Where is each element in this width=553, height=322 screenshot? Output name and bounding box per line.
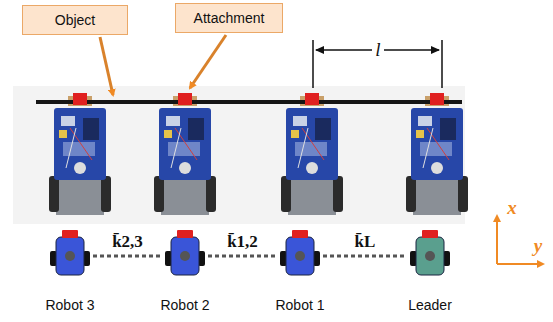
callout-box: Attachment — [175, 3, 283, 33]
robot-node: Robot 1 — [273, 229, 327, 313]
callout-arrow — [100, 37, 113, 95]
robot-name: Robot 3 — [43, 297, 97, 313]
axis-arrow — [496, 216, 498, 264]
robot-icon — [50, 229, 90, 277]
photo-robot — [406, 96, 468, 215]
coupling-link — [93, 254, 162, 257]
attachment-part — [73, 93, 87, 105]
attachment-part — [430, 93, 444, 105]
axis-label: y — [534, 235, 542, 257]
dimension-label: l — [372, 39, 383, 61]
axis-label: x — [507, 197, 517, 219]
photo-robot — [281, 96, 343, 215]
attachment-part — [305, 93, 319, 105]
photo-ground — [13, 86, 465, 224]
coupling-link — [208, 254, 277, 257]
robot-node: Leader — [406, 229, 454, 313]
dimension-extension — [312, 40, 314, 88]
photo-robot — [49, 96, 111, 215]
robot-icon — [280, 229, 320, 277]
coupling-link — [323, 254, 407, 257]
stiffness-label: k̄L — [353, 232, 378, 252]
object-rod — [36, 100, 462, 104]
robot-node: Robot 2 — [158, 229, 212, 313]
callout-arrow — [190, 35, 226, 88]
dimension-extension — [441, 40, 443, 88]
callout-text: Attachment — [194, 10, 265, 26]
robot-name: Leader — [406, 297, 454, 313]
stiffness-label: k̄2,3 — [110, 232, 145, 252]
robot-node: Robot 3 — [43, 229, 97, 313]
photo-robot — [154, 96, 216, 215]
stiffness-label: k̄1,2 — [225, 232, 260, 252]
callout-text: Object — [55, 12, 95, 28]
robot-icon — [165, 229, 205, 277]
axis-arrow — [497, 263, 543, 265]
robot-name: Robot 1 — [273, 297, 327, 313]
callout-box: Object — [22, 5, 128, 35]
attachment-part — [178, 93, 192, 105]
robot-name: Robot 2 — [158, 297, 212, 313]
robot-icon — [410, 229, 450, 277]
